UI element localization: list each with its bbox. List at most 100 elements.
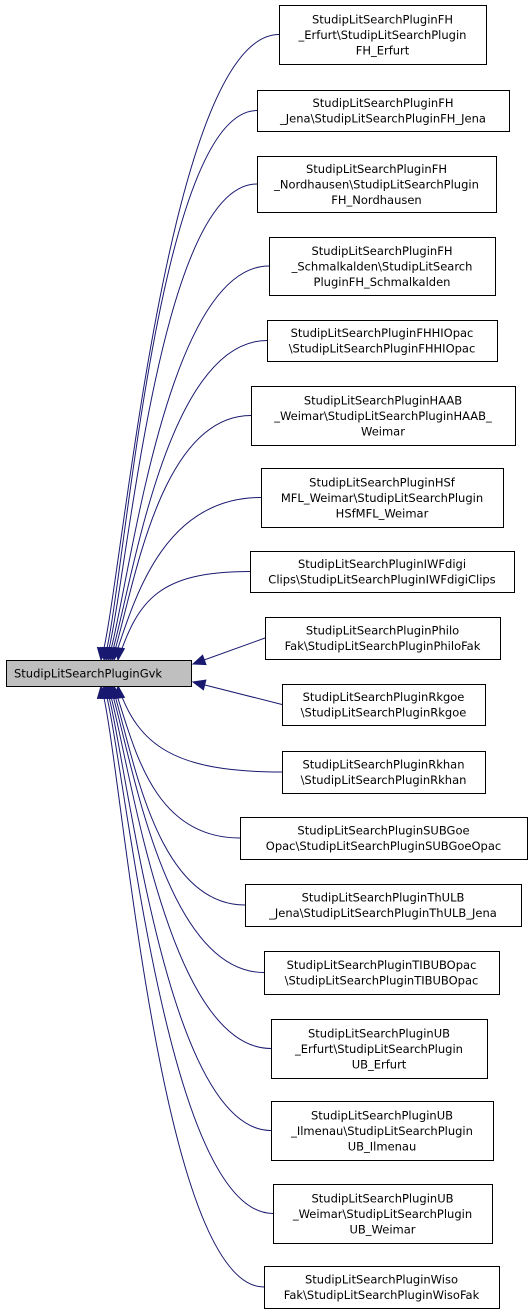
derived-class-node-label-line: MFL_Weimar\StudipLitSearchPlugin bbox=[281, 491, 483, 505]
derived-class-node[interactable]: StudipLitSearchPluginFH_Schmalkalden\Stu… bbox=[269, 237, 496, 296]
derived-class-node-label-line: PluginFH_Schmalkalden bbox=[314, 275, 451, 289]
derived-class-node-label-line: StudipLitSearchPluginTIBUBOpac bbox=[287, 958, 477, 972]
derived-class-node[interactable]: StudipLitSearchPluginRkgoe \StudipLitSear… bbox=[282, 684, 486, 726]
derived-class-node[interactable]: StudipLitSearchPluginWisoFak\StudipLitSe… bbox=[264, 1266, 500, 1309]
derived-class-node-box bbox=[271, 1019, 488, 1079]
derived-class-node-label-line: _Weimar\StudipLitSearchPluginHAAB_ bbox=[273, 409, 492, 423]
base-class-node-box bbox=[6, 660, 192, 687]
inheritance-edge bbox=[100, 685, 265, 1288]
derived-class-node-label-line: UB_Ilmenau bbox=[348, 1139, 417, 1153]
derived-class-node-box bbox=[282, 751, 486, 794]
derived-class-node-label-line: StudipLitSearchPluginFH bbox=[306, 162, 447, 176]
derived-class-node[interactable]: StudipLitSearchPluginUB _Erfurt\StudipLit… bbox=[271, 1019, 488, 1079]
derived-class-node-label-line: \StudipLitSearchPluginFHHIOpac bbox=[289, 342, 476, 356]
derived-class-node-box bbox=[261, 468, 504, 528]
derived-class-node-label-line: HSfMFL_Weimar bbox=[336, 506, 429, 520]
inheritance-edge bbox=[105, 183, 258, 661]
derived-class-node-box bbox=[257, 156, 497, 213]
derived-class-node-label-line: StudipLitSearchPluginPhilo bbox=[306, 624, 459, 638]
inheritance-edge bbox=[100, 34, 280, 661]
inheritance-edge bbox=[105, 685, 272, 1131]
derived-class-node-label-line: StudipLitSearchPluginUB bbox=[311, 1108, 453, 1122]
inheritance-edge bbox=[117, 685, 283, 773]
derived-class-node-box bbox=[251, 386, 516, 446]
derived-class-node-label-line: Weimar bbox=[361, 424, 405, 438]
derived-class-node[interactable]: StudipLitSearchPluginFH _Jena\StudipLitSe… bbox=[257, 90, 510, 132]
derived-class-node[interactable]: StudipLitSearchPluginHSfMFL_Weimar\Studi… bbox=[261, 468, 504, 528]
derived-class-node-label-line: \StudipLitSearchPluginRkhan bbox=[301, 773, 467, 787]
derived-class-node-box bbox=[279, 5, 487, 65]
inheritance-edges bbox=[96, 34, 283, 1288]
derived-class-node[interactable]: StudipLitSearchPluginIWFdigiClips\Studip… bbox=[250, 551, 515, 593]
derived-class-node[interactable]: StudipLitSearchPluginFH _Erfurt\StudipLit… bbox=[279, 5, 487, 65]
inheritance-edge bbox=[109, 685, 265, 973]
derived-class-node-label-line: StudipLitSearchPluginFH bbox=[313, 96, 454, 110]
derived-class-node-label-line: \StudipLitSearchPluginRkgoe bbox=[301, 706, 467, 720]
derived-class-node-label-line: _Jena\StudipLitSearchPluginThULB_Jena bbox=[268, 906, 497, 920]
inheritance-edge bbox=[109, 340, 268, 661]
derived-class-node-label-line: Fak\StudipLitSearchPluginWisoFak bbox=[284, 1288, 480, 1302]
derived-class-node-label-line: UB_Erfurt bbox=[352, 1057, 407, 1071]
derived-class-node[interactable]: StudipLitSearchPluginHAAB _Weimar\StudipL… bbox=[251, 386, 516, 446]
inheritance-edge bbox=[192, 637, 266, 665]
inheritance-edge bbox=[113, 497, 262, 661]
derived-class-node[interactable]: StudipLitSearchPluginUB _Weimar\StudipLit… bbox=[273, 1184, 493, 1244]
derived-class-node-label-line: StudipLitSearchPluginFH bbox=[312, 12, 453, 26]
derived-class-node[interactable]: StudipLitSearchPluginFH_Nordhausen\Studi… bbox=[257, 156, 497, 213]
derived-class-node-label-line: _Erfurt\StudipLitSearchPlugin bbox=[298, 28, 467, 42]
derived-class-node[interactable]: StudipLitSearchPluginUB _Ilmenau\StudipLi… bbox=[271, 1101, 494, 1161]
inheritance-edge bbox=[113, 685, 241, 839]
derived-class-node-label-line: _Schmalkalden\StudipLitSearch bbox=[291, 259, 473, 273]
derived-class-node-box bbox=[264, 951, 500, 995]
derived-class-node-box bbox=[245, 884, 522, 927]
inheritance-edge bbox=[192, 681, 283, 705]
derived-class-node-label-line: Opac\StudipLitSearchPluginSUBGoeOpac bbox=[266, 839, 501, 853]
inheritance-edge bbox=[103, 110, 258, 661]
derived-class-node[interactable]: StudipLitSearchPluginSUBGoeOpac\StudipLi… bbox=[240, 817, 528, 860]
inheritance-arrowhead bbox=[191, 654, 207, 666]
derived-class-node-label-line: StudipLitSearchPluginIWFdigi bbox=[298, 557, 466, 571]
class-nodes: StudipLitSearchPluginGvkStudipLitSearchP… bbox=[6, 5, 528, 1309]
derived-class-node-box bbox=[250, 551, 515, 593]
derived-class-node-label-line: _Weimar\StudipLitSearchPlugin bbox=[292, 1207, 472, 1221]
derived-class-node[interactable]: StudipLitSearchPluginThULB_Jena\StudipLi… bbox=[245, 884, 522, 927]
derived-class-node-label-line: StudipLitSearchPluginFH bbox=[312, 244, 453, 258]
derived-class-node-label-line: \StudipLitSearchPluginTIBUBOpac bbox=[285, 974, 479, 988]
derived-class-node-box bbox=[269, 237, 496, 296]
derived-class-node-label-line: FH_Erfurt bbox=[356, 43, 410, 57]
derived-class-node-box bbox=[271, 1101, 494, 1161]
derived-class-node-label-line: StudipLitSearchPluginHAAB bbox=[304, 393, 462, 407]
derived-class-node-box bbox=[240, 817, 528, 860]
derived-class-node-label-line: StudipLitSearchPluginUB bbox=[308, 1026, 450, 1040]
derived-class-node-box bbox=[282, 684, 486, 726]
derived-class-node-label-line: StudipLitSearchPluginHSf bbox=[309, 475, 456, 489]
inheritance-arrowhead bbox=[96, 684, 109, 700]
derived-class-node-label-line: Fak\StudipLitSearchPluginPhiloFak bbox=[285, 639, 481, 653]
derived-class-node-label-line: StudipLitSearchPluginRkgoe bbox=[303, 690, 465, 704]
derived-class-node-label-line: _Jena\StudipLitSearchPluginFH_Jena bbox=[279, 112, 486, 126]
derived-class-node[interactable]: StudipLitSearchPluginPhiloFak\StudipLitS… bbox=[265, 617, 501, 660]
inheritance-arrowhead bbox=[191, 679, 207, 691]
derived-class-node-label-line: _Nordhausen\StudipLitSearchPlugin bbox=[273, 177, 479, 191]
base-class-node-label-line: StudipLitSearchPluginGvk bbox=[14, 666, 162, 680]
derived-class-node-label-line: _Erfurt\StudipLitSearchPlugin bbox=[294, 1042, 463, 1056]
inheritance-edge bbox=[111, 415, 252, 661]
derived-class-node-label-line: FH_Nordhausen bbox=[331, 193, 421, 207]
inheritance-arrowhead bbox=[113, 646, 126, 662]
inheritance-edge bbox=[111, 685, 246, 906]
derived-class-node[interactable]: StudipLitSearchPluginFHHIOpac\StudipLitS… bbox=[267, 320, 498, 362]
derived-class-node-label-line: StudipLitSearchPluginWiso bbox=[305, 1273, 458, 1287]
derived-class-node-label-line: Clips\StudipLitSearchPluginIWFdigiClips bbox=[268, 573, 495, 587]
derived-class-node-box bbox=[264, 1266, 500, 1309]
derived-class-node-box bbox=[267, 320, 498, 362]
inheritance-edge bbox=[107, 265, 270, 661]
derived-class-node-label-line: StudipLitSearchPluginUB bbox=[311, 1191, 453, 1205]
derived-class-node-label-line: UB_Weimar bbox=[349, 1222, 415, 1236]
derived-class-node[interactable]: StudipLitSearchPluginTIBUBOpac \StudipLit… bbox=[264, 951, 500, 995]
derived-class-node[interactable]: StudipLitSearchPluginRkhan\StudipLitSear… bbox=[282, 751, 486, 794]
base-class-node[interactable]: StudipLitSearchPluginGvk bbox=[6, 660, 192, 687]
derived-class-node-label-line: _Ilmenau\StudipLitSearchPlugin bbox=[290, 1124, 473, 1138]
inheritance-edge bbox=[107, 685, 272, 1049]
derived-class-node-label-line: StudipLitSearchPluginRkhan bbox=[303, 758, 465, 772]
